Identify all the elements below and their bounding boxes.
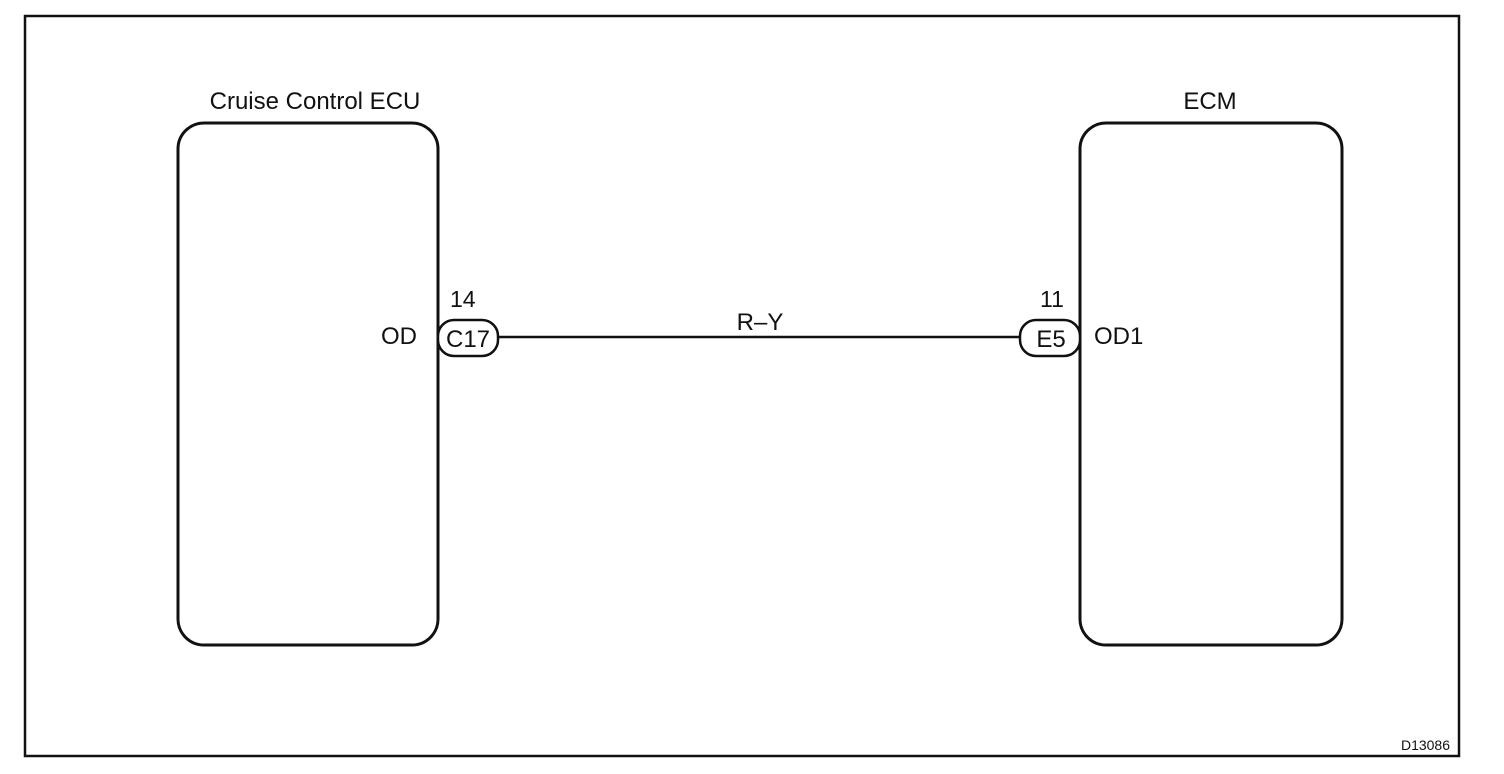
connector-e5: E5 — [1018, 318, 1082, 358]
connector-c17-label: C17 — [446, 326, 490, 353]
cruise-control-ecu-box — [176, 121, 440, 647]
pin-number-14: 14 — [450, 286, 476, 312]
connector-e5-outline — [1018, 318, 1082, 358]
pin-number-11: 11 — [1040, 286, 1064, 312]
ecm-title: ECM — [1183, 88, 1236, 115]
connector-c17: C17 — [436, 318, 500, 358]
diagram-frame — [23, 14, 1461, 758]
ecm-box — [1078, 121, 1344, 647]
od1-pin-name: OD1 — [1094, 323, 1143, 350]
od-pin-name: OD — [381, 323, 417, 350]
cruise-control-ecu-title: Cruise Control ECU — [210, 88, 421, 115]
wire-color-label: R–Y — [737, 309, 784, 336]
figure-id: D13086 — [1401, 737, 1450, 753]
connector-e5-label: E5 — [1036, 326, 1065, 353]
